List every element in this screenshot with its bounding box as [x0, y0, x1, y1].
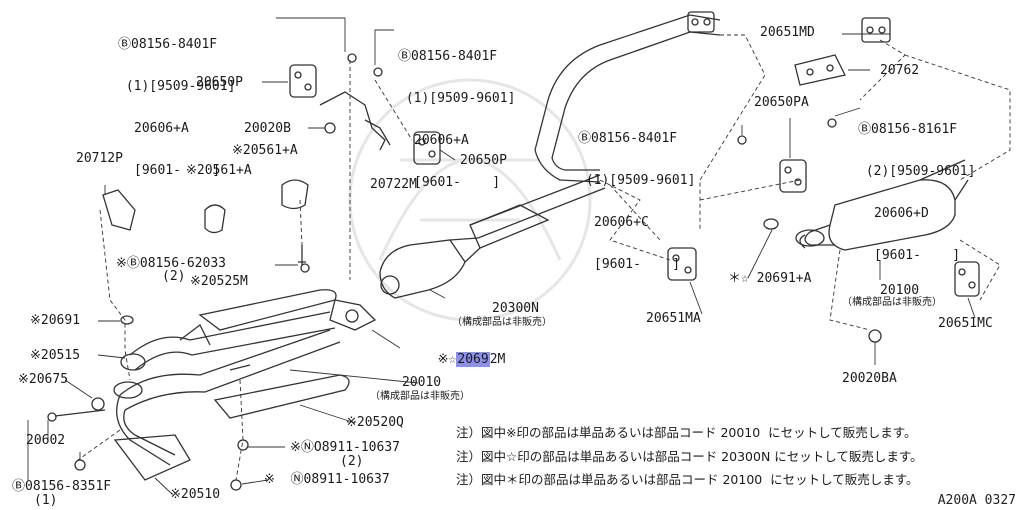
label-nut-10637-a: ※ⓃO8911-10637	[290, 440, 400, 455]
tail-pipe-20100-inlet	[534, 14, 721, 183]
label-20692M-suffix: 2M	[489, 352, 506, 367]
gasket-20691	[120, 315, 134, 325]
label-20100: 20100	[880, 283, 920, 298]
heat-cover-20510	[113, 434, 191, 481]
callout-bolt-8401F-top-left: Ⓑ08156-8401F (1)[9509-9601] 20606+A [960…	[118, 10, 235, 192]
figure-code: A200A 0327	[937, 493, 1016, 508]
callout-line: 20606+C	[594, 215, 649, 230]
callout-line: Ⓑ08156-8401F	[578, 131, 678, 146]
bolt-8401F-a	[347, 53, 357, 63]
callout-bolt-8161F-far-right: Ⓑ08156-8161F (2)[9509-9601] 20606+D [960…	[858, 95, 975, 277]
clamp-20561A-a	[204, 204, 226, 234]
label-20020B: 20020B	[244, 121, 291, 136]
label-20300N: 20300N	[492, 301, 539, 316]
nut-20020BA	[868, 329, 882, 343]
label-bolt-62033-qty: (2)	[162, 269, 186, 284]
label-20692M-prefix: ※☆	[437, 352, 457, 367]
callout-line: Ⓑ08156-8401F	[398, 49, 498, 64]
label-20712P: 20712P	[76, 151, 123, 166]
nut-20675	[91, 397, 105, 411]
bolt-8401F-b	[373, 67, 383, 77]
bracket-20762	[794, 17, 891, 86]
label-20510: ※20510	[170, 487, 221, 502]
label-20691: ※20691	[30, 313, 81, 328]
nut-10637-a	[237, 439, 249, 451]
muffler-20100	[795, 159, 969, 251]
callout-line: 20606+A	[134, 121, 189, 136]
callout-line: [9601- ]	[134, 163, 221, 178]
callout-line: [9601- ]	[594, 257, 681, 272]
label-20515: ※20515	[30, 348, 81, 363]
hanger-20650P-left	[289, 64, 317, 98]
note-20010: （構成部品は非販売）	[370, 391, 470, 402]
callout-bolt-8401F-top-mid: Ⓑ08156-8401F (1)[9509-9601] 20606+A [960…	[398, 22, 515, 204]
callout-line: Ⓑ08156-8161F	[858, 122, 958, 137]
label-20651MC: 20651MC	[938, 316, 993, 331]
callout-line: Ⓑ08156-8401F	[118, 37, 218, 52]
front-pipe-20010	[113, 311, 341, 466]
hanger-20650PA	[779, 159, 807, 193]
callout-line: [9601- ]	[874, 248, 961, 263]
label-bolt-8351: Ⓑ08156-8351F	[12, 479, 112, 494]
note-20100: （構成部品は非販売）	[842, 297, 942, 308]
callout-line: 20606+A	[414, 133, 469, 148]
bracket-20712P	[102, 189, 136, 231]
bolt-8351	[47, 409, 106, 422]
bolt-8161F	[827, 118, 837, 128]
label-20691A: ＊☆ 20691+A	[728, 271, 812, 286]
label-20650P-left: 20650P	[196, 75, 243, 90]
label-20692M: ※☆20692M	[422, 339, 505, 367]
label-20650PA: 20650PA	[754, 95, 809, 110]
label-nut-10637-a-qty: (2)	[340, 454, 364, 469]
nut-20020B	[324, 122, 336, 134]
note-20300N: （構成部品は非販売）	[452, 317, 552, 328]
label-20675: ※20675	[18, 372, 69, 387]
label-20561A-a: ※20561+A	[186, 163, 252, 178]
hanger-20651MA	[667, 247, 697, 281]
callout-line: (1)[9509-9601]	[578, 173, 696, 188]
label-20010: 20010	[402, 375, 442, 390]
label-20762: 20762	[880, 63, 920, 78]
clamp-20561A-b	[281, 179, 309, 210]
note-line-3: 注）図中＊印の部品は単品あるいは部品コード 20100 にセットして販売します。	[456, 472, 919, 487]
label-20020BA: 20020BA	[842, 371, 897, 386]
label-20602: 20602	[26, 433, 66, 448]
label-bolt-8351-qty: (1)	[34, 493, 58, 508]
label-20692M-highlight[interactable]: 2069	[456, 352, 490, 367]
note-line-1: 注）図中※印の部品は単品あるいは部品コード 20010 にセットして販売します。	[456, 425, 917, 440]
label-20520Q: ※20520Q	[346, 415, 404, 430]
bolt-62033	[298, 245, 310, 273]
gasket-20692M	[329, 299, 377, 331]
top-hanger-bracket	[687, 11, 715, 33]
nut-20602	[74, 459, 86, 471]
label-20525M: ※20525M	[190, 274, 248, 289]
bolt-8401F-c	[737, 135, 747, 145]
callout-bolt-8401F-mid-right: Ⓑ08156-8401F (1)[9509-9601] 20606+C [960…	[578, 104, 695, 286]
callout-line: [9601- ]	[414, 175, 501, 190]
callout-line: (1)[9509-9601]	[398, 91, 516, 106]
hanger-20650P-right	[413, 131, 441, 165]
label-20722M: 20722M	[370, 177, 417, 192]
bracket-20722M	[319, 91, 391, 151]
note-line-2: 注）図中☆印の部品は単品あるいは部品コード 20300N にセットして販売します…	[456, 449, 923, 464]
label-nut-10637-b: ※ Ⓝ08911-10637	[264, 472, 390, 487]
label-20650P-right: 20650P	[460, 153, 507, 168]
label-bolt-62033: ※Ⓑ08156-62033	[116, 256, 226, 271]
callout-line: (2)[9509-9601]	[858, 164, 976, 179]
center-pipe-20300N	[379, 174, 606, 299]
gasket-20691A	[763, 218, 779, 230]
label-20651MA: 20651MA	[646, 311, 701, 326]
nut-10637-b	[230, 479, 242, 491]
callout-line: (1)[9509-9601]	[118, 79, 236, 94]
label-20651MD: 20651MD	[760, 25, 815, 40]
hanger-20651MC	[954, 261, 980, 297]
label-20561A-b: ※20561+A	[232, 143, 298, 158]
callout-line: 20606+D	[874, 206, 929, 221]
